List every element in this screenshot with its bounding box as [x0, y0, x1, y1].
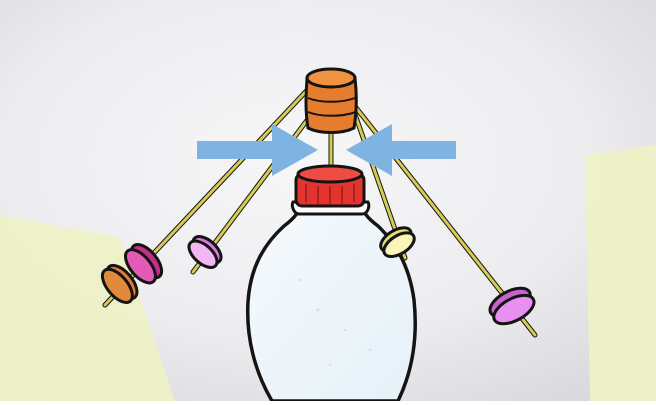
- cork: [306, 69, 356, 133]
- background-pale-shape-right: [585, 145, 656, 401]
- bottle-cap: [296, 166, 364, 206]
